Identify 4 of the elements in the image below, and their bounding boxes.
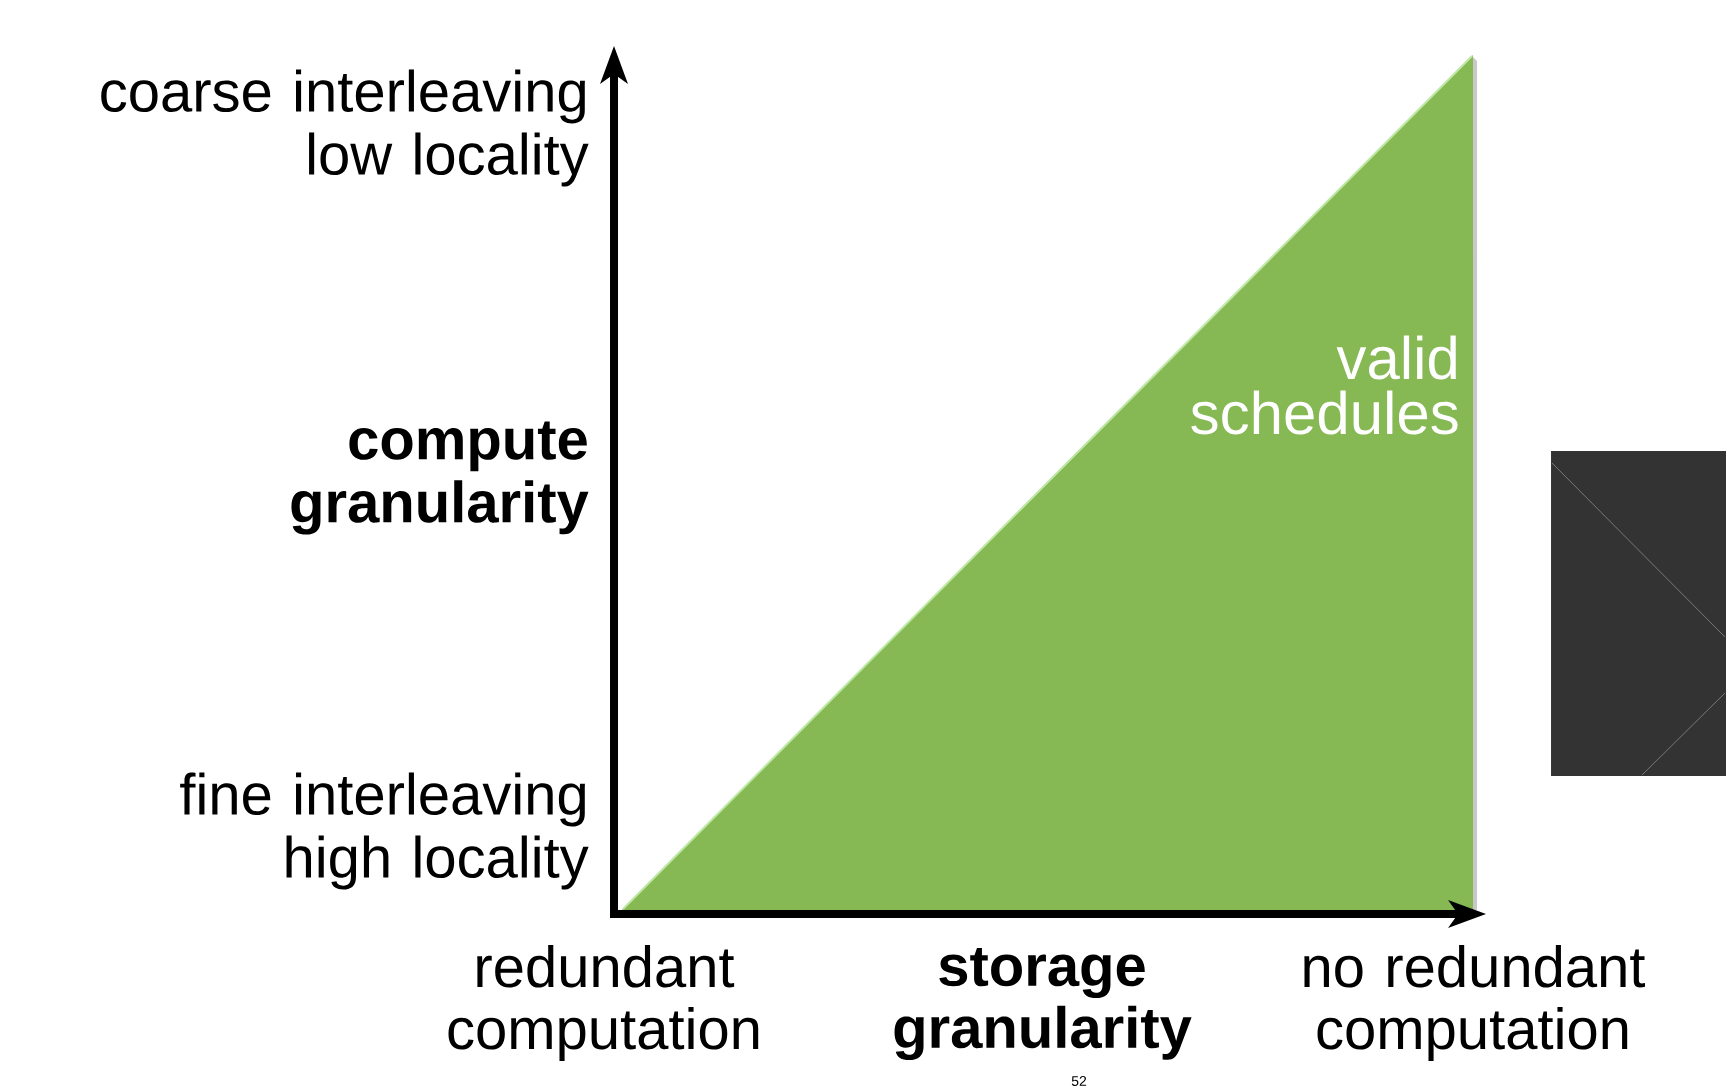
axis-label: no redundant computation [1304, 945, 1645, 1062]
shaded-triangle: valid schedules [622, 55, 1477, 910]
page-number: 52 [1071, 1076, 1087, 1086]
axis-label: redundant computation [448, 945, 759, 1062]
